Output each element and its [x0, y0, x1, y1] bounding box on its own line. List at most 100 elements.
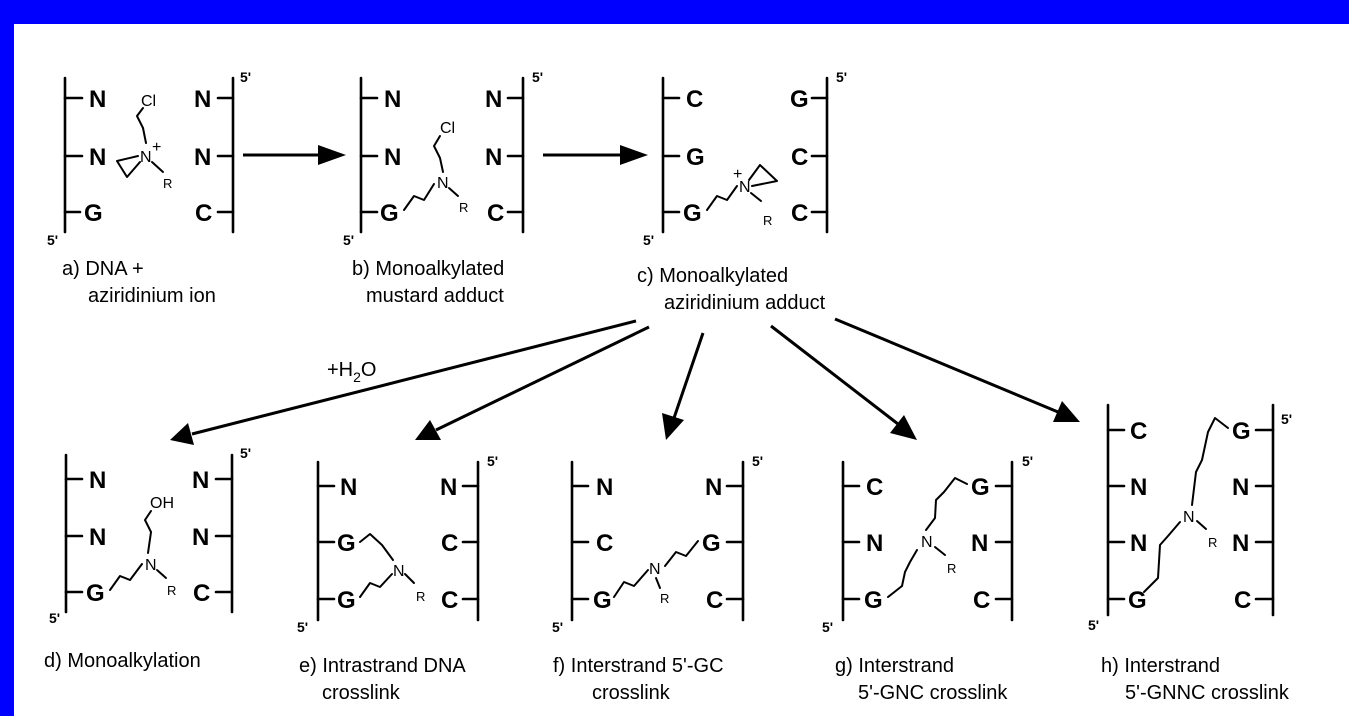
base-left-2: G: [686, 144, 705, 171]
base-left-2: G: [337, 530, 356, 557]
base-left-1: N: [89, 86, 106, 113]
base-left-3: G: [380, 200, 399, 227]
base-left-1: N: [340, 474, 357, 501]
panel-a: N N G N N C 5' 5' Cl N + R a) DNA + azir…: [47, 69, 251, 307]
nitrogen-mustard-dna-alkylation-scheme: N N G N N C 5' 5' Cl N + R a) DNA + azir…: [44, 69, 1292, 704]
hydrolyzed-adduct: OH N R: [109, 495, 176, 598]
base-left-2: N: [89, 144, 106, 171]
prime-label-bottom: 5': [822, 619, 833, 635]
interstrand-gc-crosslink: N R: [613, 540, 699, 606]
base-right-2: N: [971, 530, 988, 557]
caption-line-2: crosslink: [592, 682, 671, 704]
base-right-2: N: [485, 144, 502, 171]
caption-line-2: 5'-GNC crosslink: [858, 682, 1008, 704]
diagram-canvas: N N G N N C 5' 5' Cl N + R a) DNA + azir…: [14, 24, 1349, 716]
hydroxyl-group: OH: [150, 495, 174, 512]
arrow-b-to-c-head: [620, 145, 648, 165]
base-right-3: C: [706, 587, 723, 614]
nitrogen-atom: N: [393, 563, 405, 580]
base-right-2: N: [192, 524, 209, 551]
base-right-3: C: [487, 200, 504, 227]
base-right-3: N: [1232, 530, 1249, 557]
base-left-3: G: [84, 200, 103, 227]
prime-label-bottom: 5': [49, 610, 60, 626]
base-left-4: G: [1128, 587, 1147, 614]
nitrogen-cation: N: [140, 149, 152, 166]
prime-label-bottom: 5': [297, 619, 308, 635]
nitrogen-atom: N: [145, 557, 157, 574]
chlorine-atom: Cl: [141, 93, 156, 110]
prime-label-top: 5': [487, 453, 498, 469]
caption-line-1: b) Monoalkylated: [352, 258, 504, 280]
panel-b: N N G N N C 5' 5' Cl N R b) Monoalkylate…: [343, 69, 543, 307]
base-left-1: C: [1130, 418, 1147, 445]
reagent-prefix: +H: [327, 359, 353, 381]
panel-h: C N N G G N N C 5' 5' N R h) Interstrand…: [1088, 403, 1292, 704]
prime-label-bottom: 5': [552, 619, 563, 635]
base-left-1: N: [89, 467, 106, 494]
caption-line-2: aziridinium adduct: [664, 292, 826, 314]
prime-label-top: 5': [240, 69, 251, 85]
base-right-3: C: [193, 580, 210, 607]
base-left-3: G: [337, 587, 356, 614]
base-left-1: C: [686, 86, 703, 113]
caption-line-1: e) Intrastrand DNA: [299, 655, 466, 677]
panel-g: C N G G N C 5' 5' N R g) Interstrand 5'-…: [822, 453, 1033, 704]
nitrogen-atom: N: [921, 534, 933, 551]
caption-line-1: d) Monoalkylation: [44, 650, 201, 672]
base-right-1: N: [192, 467, 209, 494]
base-left-3: G: [593, 587, 612, 614]
aziridinium-adduct: N + R: [706, 164, 778, 228]
arrow-a-to-b-head: [318, 145, 346, 165]
base-right-1: N: [440, 474, 457, 501]
prime-label-top: 5': [532, 69, 543, 85]
base-left-2: N: [1130, 474, 1147, 501]
chlorine-atom: Cl: [440, 120, 455, 137]
interstrand-gnc-crosslink: N R: [887, 477, 968, 598]
caption-line-2: crosslink: [322, 682, 401, 704]
base-right-2: C: [791, 144, 808, 171]
interstrand-gnnc-crosslink: N R: [1143, 417, 1229, 593]
caption-line-1: a) DNA +: [62, 258, 144, 280]
base-right-2: C: [441, 530, 458, 557]
base-left-3: G: [864, 587, 883, 614]
base-right-3: C: [441, 587, 458, 614]
caption-line-1: h) Interstrand: [1101, 655, 1220, 677]
base-left-1: N: [384, 86, 401, 113]
reagent-subscript: 2: [353, 369, 361, 385]
prime-label-top: 5': [1281, 411, 1292, 427]
caption-line-1: f) Interstrand 5'-GC: [553, 655, 724, 677]
caption-line-2: 5'-GNNC crosslink: [1125, 682, 1290, 704]
r-group: R: [947, 561, 956, 576]
base-left-2: N: [866, 530, 883, 557]
base-right-2: N: [1232, 474, 1249, 501]
nitrogen-atom: N: [1183, 509, 1195, 526]
base-left-3: G: [683, 200, 702, 227]
r-group: R: [1208, 535, 1217, 550]
panel-e: N G G N C C 5' 5' N R e) Intrastrand DNA…: [297, 453, 498, 704]
reaction-arrows: +H2O: [170, 317, 1080, 445]
panel-d: N N G N N C 5' 5' OH N R d) Monoalkylati…: [44, 445, 251, 672]
base-right-1: N: [194, 86, 211, 113]
base-left-1: N: [596, 474, 613, 501]
base-right-4: C: [1234, 587, 1251, 614]
base-left-2: N: [89, 524, 106, 551]
caption-line-2: mustard adduct: [366, 285, 504, 307]
caption-line-2: aziridinium ion: [88, 285, 216, 307]
base-left-2: N: [384, 144, 401, 171]
mustard-adduct: Cl N R: [403, 120, 468, 215]
base-right-2: G: [702, 530, 721, 557]
base-right-1: N: [705, 474, 722, 501]
base-left-2: C: [596, 530, 613, 557]
base-left-1: C: [866, 474, 883, 501]
base-left-3: G: [86, 580, 105, 607]
base-right-2: N: [194, 144, 211, 171]
base-right-3: C: [195, 200, 212, 227]
base-right-1: G: [1232, 418, 1251, 445]
panel-f: N C G N G C 5' 5' N R f) Interstrand 5'-…: [552, 453, 763, 704]
r-group: R: [459, 200, 468, 215]
r-group: R: [163, 176, 172, 191]
panel-c: C G G G C C 5' 5' N + R c) Monoalkylated…: [637, 69, 847, 314]
base-right-1: G: [971, 474, 990, 501]
nitrogen-atom: N: [649, 561, 661, 578]
